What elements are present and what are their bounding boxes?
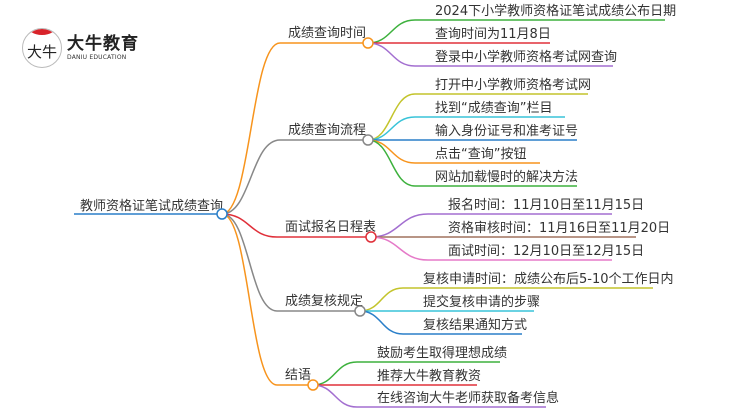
- nodes: 教师资格证笔试成绩查询 成绩查询时间 2024下小学教师资格证笔试成绩公布日期查询时…: [80, 3, 676, 406]
- branch-4: 成绩复核规定 复核申请时间：成绩公布后5-10个工作日内提交复核申请的步骤复核结果…: [285, 271, 674, 333]
- branch-label: 结语: [285, 368, 311, 383]
- root-label: 教师资格证笔试成绩查询: [80, 198, 223, 214]
- leaf-label: 2024下小学教师资格证笔试成绩公布日期: [435, 3, 676, 19]
- branch-3: 面试报名日程表 报名时间：11月10日至11月15日资格审核时间：11月16日至1…: [285, 197, 670, 259]
- branch-label: 面试报名日程表: [285, 219, 376, 235]
- leaf-label: 报名时间：11月10日至11月15日: [448, 197, 644, 213]
- leaf-label: 面试时间：12月10日至12月15日: [448, 244, 644, 259]
- leaf-connector: [367, 116, 565, 141]
- connector-lines: [74, 19, 665, 408]
- leaf-label: 鼓励考生取得理想成绩: [377, 345, 507, 361]
- leaf-label: 推荐大牛教育教资: [377, 368, 481, 384]
- branch-label: 成绩查询时间: [288, 26, 366, 41]
- branch-node-icon: [307, 379, 319, 391]
- leaf-label: 复核结果通知方式: [423, 317, 527, 333]
- branch-node-icon: [362, 37, 374, 49]
- leaf-label: 点击“查询”按钮: [435, 147, 526, 162]
- branch-node-icon: [365, 231, 377, 243]
- leaf-connector: [312, 361, 500, 386]
- leaf-connector: [367, 93, 588, 141]
- leaf-label: 找到“成绩查询”栏目: [435, 101, 552, 116]
- daniu-logo: 大牛 大牛教育 DANIU EDUCATION: [22, 28, 139, 68]
- logo-mark-icon: 大牛: [22, 28, 62, 68]
- leaf-connector: [367, 19, 665, 44]
- leaf-label: 复核申请时间：成绩公布后5-10个工作日内: [423, 271, 674, 287]
- branch-label: 成绩查询流程: [288, 123, 366, 138]
- leaf-label: 在线咨询大牛老师获取备考信息: [377, 390, 559, 406]
- branch-connector: [221, 42, 368, 215]
- leaf-label: 输入身份证号和准考证号: [435, 123, 578, 139]
- branch-label: 成绩复核规定: [285, 294, 363, 309]
- branch-connector: [221, 139, 368, 215]
- logo-name-en: DANIU EDUCATION: [67, 54, 127, 61]
- leaf-label: 提交复核申请的步骤: [423, 294, 540, 310]
- leaf-label: 登录中小学教师资格考试网查询: [435, 49, 617, 65]
- leaf-connector: [359, 287, 653, 312]
- branch-1: 成绩查询时间 2024下小学教师资格证笔试成绩公布日期查询时间为11月8日登录中小…: [288, 3, 676, 65]
- branch-connector: [221, 213, 360, 312]
- leaf-connector: [370, 236, 612, 261]
- leaf-connector: [367, 42, 613, 67]
- logo-name-cn: 大牛教育: [67, 34, 139, 54]
- branch-node-icon: [362, 134, 374, 146]
- branch-connector: [221, 213, 371, 238]
- leaf-label: 资格审核时间：11月16日至11月20日: [448, 220, 670, 236]
- root-node-icon: [216, 208, 228, 220]
- branch-node-icon: [354, 305, 366, 317]
- leaf-label: 打开中小学教师资格考试网: [435, 77, 591, 93]
- leaf-connector: [370, 213, 612, 238]
- leaf-label: 网站加载慢时的解决方法: [435, 169, 578, 185]
- branch-connector: [221, 213, 313, 386]
- leaf-connector: [312, 384, 546, 408]
- leaf-connector: [367, 139, 577, 187]
- branch-2: 成绩查询流程 打开中小学教师资格考试网找到“成绩查询”栏目输入身份证号和准考证号点…: [288, 77, 591, 185]
- leaf-connector: [359, 310, 522, 335]
- leaf-label: 查询时间为11月8日: [435, 27, 551, 42]
